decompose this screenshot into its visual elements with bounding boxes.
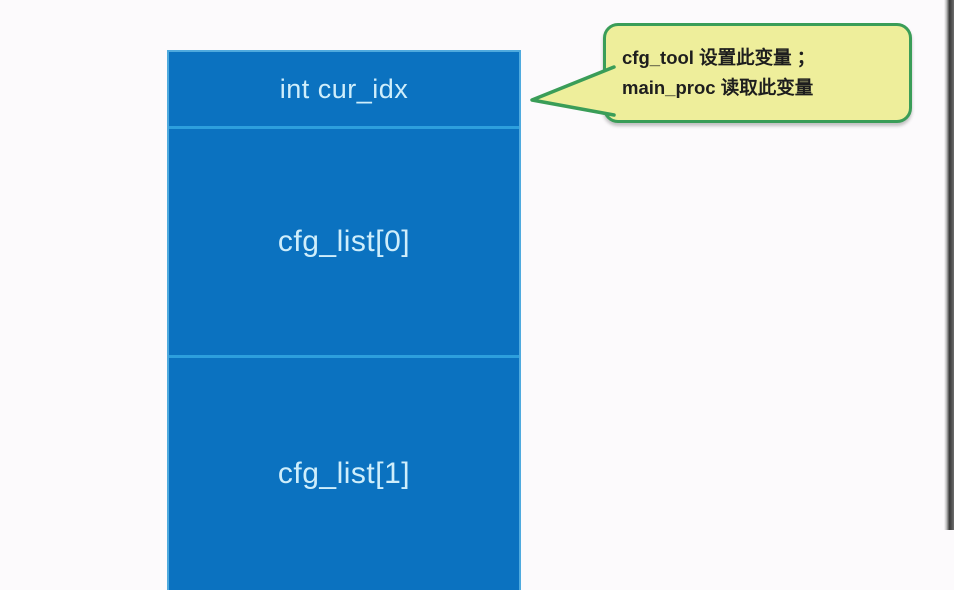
- callout-line-2: main_proc 读取此变量: [622, 77, 814, 98]
- stack-cell-label: cfg_list[1]: [277, 457, 411, 490]
- screen-edge-strip: [944, 0, 954, 530]
- callout-line-1: cfg_tool 设置此变量 ；: [622, 47, 816, 69]
- stack-cell-label: int cur_idx: [279, 73, 409, 104]
- memory-stack: int cur_idx cfg_list[0] cfg_list[1]: [167, 50, 521, 590]
- stack-cell-label: cfg_list[0]: [277, 225, 411, 258]
- stack-cell-cfg-list-1: cfg_list[1]: [169, 355, 519, 590]
- callout-tail-pointer-icon: [530, 65, 616, 117]
- stack-cell-cfg-list-0: cfg_list[0]: [169, 126, 519, 355]
- callout-bubble: cfg_tool 设置此变量 ； main_proc 读取此变量: [603, 23, 912, 123]
- stack-cell-cur-idx: int cur_idx: [169, 52, 519, 126]
